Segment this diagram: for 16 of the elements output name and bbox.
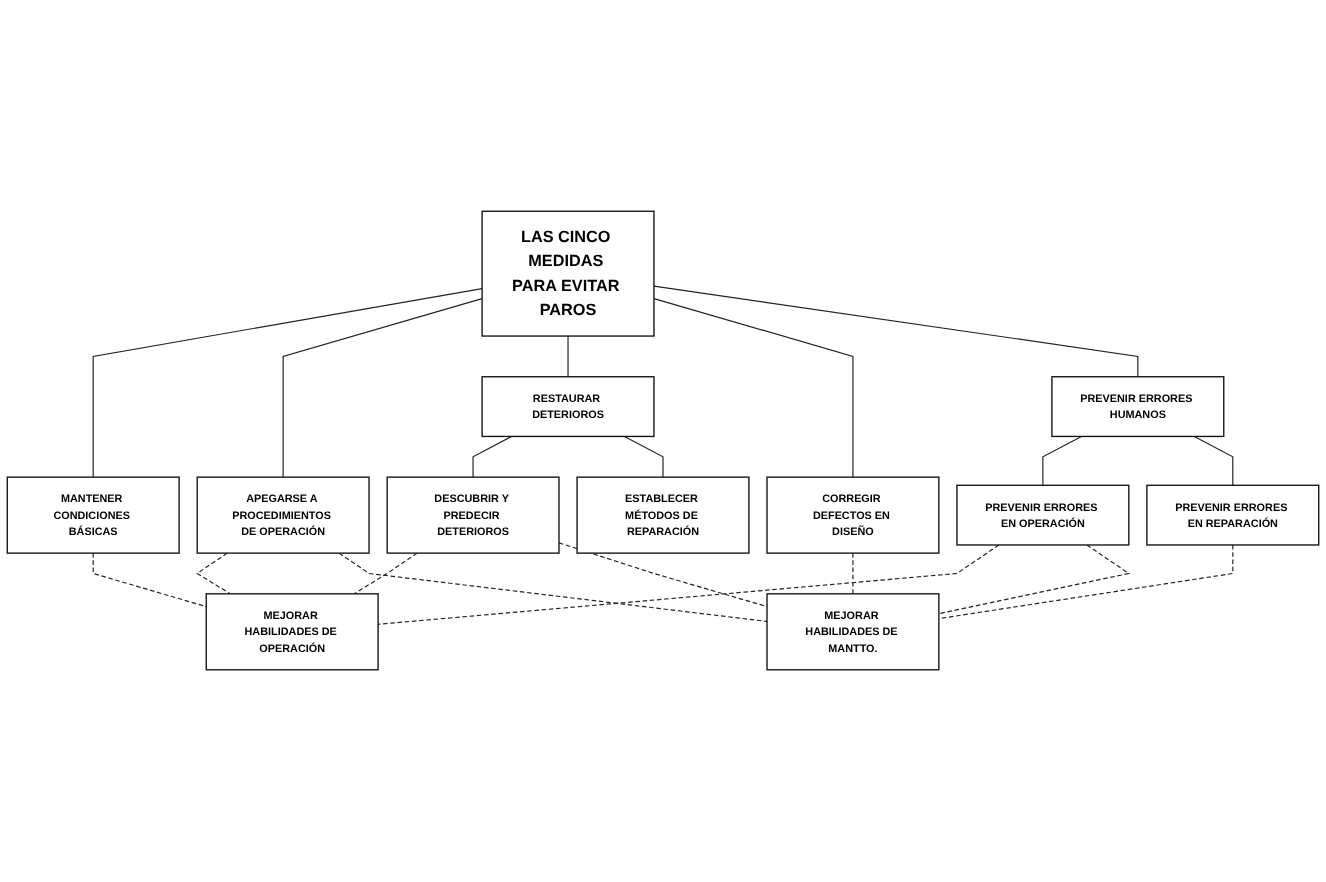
connector bbox=[623, 436, 664, 479]
connector bbox=[852, 553, 854, 595]
connector bbox=[92, 288, 483, 479]
connector bbox=[377, 544, 1000, 626]
connector bbox=[472, 436, 513, 479]
connector bbox=[353, 553, 418, 595]
connector bbox=[282, 298, 483, 479]
connector bbox=[558, 542, 768, 608]
connector bbox=[338, 553, 768, 623]
connector bbox=[92, 553, 207, 608]
connector bbox=[653, 286, 1139, 378]
connector bbox=[653, 298, 854, 479]
connector bbox=[567, 335, 569, 378]
connector bbox=[938, 544, 1234, 620]
connector bbox=[938, 544, 1131, 615]
node-box: LAS CINCO MEDIDAS PARA EVITAR PAROS bbox=[481, 211, 655, 338]
